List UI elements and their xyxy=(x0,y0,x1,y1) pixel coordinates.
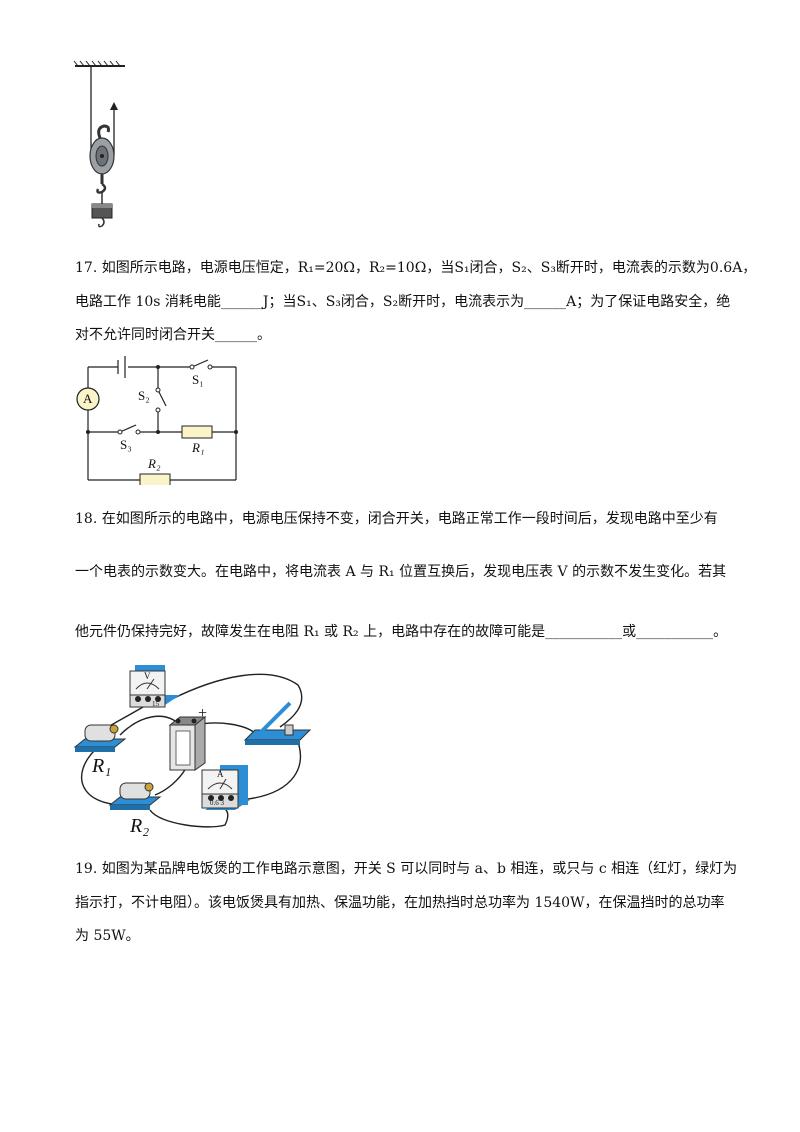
q18-apparatus-figure: V 15 A 0.6 3 + R₁ R₂ xyxy=(70,655,320,840)
q19-line-1: 19. 如图为某品牌电饭煲的工作电路示意图，开关 S 可以同时与 a、b 相连，… xyxy=(75,861,738,877)
q17-line-3: 对不允许同时闭合开关______。 xyxy=(75,327,271,343)
q18-voltmeter-terminals: 15 xyxy=(152,700,159,708)
q18-r1-label: R₁ xyxy=(92,755,112,777)
q18-voltmeter-label: V xyxy=(144,671,151,681)
q19-line-2: 指示打，不计电阻）。该电饭煲具有加热、保温功能，在加热挡时总功率为 1540W，… xyxy=(75,895,725,911)
resistor-r1-icon xyxy=(73,724,127,752)
q17-ammeter-label: A xyxy=(83,391,93,406)
q18-r2-label: R₂ xyxy=(130,815,150,837)
q17-circuit-diagram: A S₁ S₂ S₃ R₁ R₂ xyxy=(70,350,250,485)
q17-s3-label: S₃ xyxy=(120,437,132,452)
q17-r1-label: R₁ xyxy=(192,440,205,455)
q19-line-3: 为 55W。 xyxy=(75,928,140,944)
ammeter-icon xyxy=(201,765,250,810)
q17-s1-label: S₁ xyxy=(192,372,204,387)
q18-ammeter-label: A xyxy=(217,769,224,779)
q17-s2-label: S₂ xyxy=(138,388,150,403)
pulley-figure xyxy=(73,60,125,228)
resistor-r2-icon xyxy=(108,782,162,810)
q18-line-1: 18. 在如图所示的电路中，电源电压保持不变，闭合开关，电路正常工作一段时间后，… xyxy=(75,511,718,527)
q18-plus-label: + xyxy=(198,705,208,722)
q18-ammeter-terminals: 0.6 3 xyxy=(210,799,224,807)
q17-line-1: 17. 如图所示电路，电源电压恒定，R₁=20Ω，R₂=10Ω，当S₁闭合，S₂… xyxy=(75,260,757,276)
q18-line-2: 一个电表的示数变大。在电路中，将电流表 A 与 R₁ 位置互换后，发现电压表 V… xyxy=(75,564,727,580)
q18-line-3: 他元件仍保持完好，故障发生在电阻 R₁ 或 R₂ 上，电路中存在的故障可能是__… xyxy=(75,624,728,640)
battery-icon xyxy=(168,715,207,771)
q17-r2-label: R₂ xyxy=(148,456,161,471)
q17-line-2: 电路工作 10s 消耗电能______J；当S₁、S₃闭合，S₂断开时，电流表示… xyxy=(75,294,731,310)
switch-icon xyxy=(243,701,312,745)
voltmeter-icon xyxy=(129,665,180,708)
